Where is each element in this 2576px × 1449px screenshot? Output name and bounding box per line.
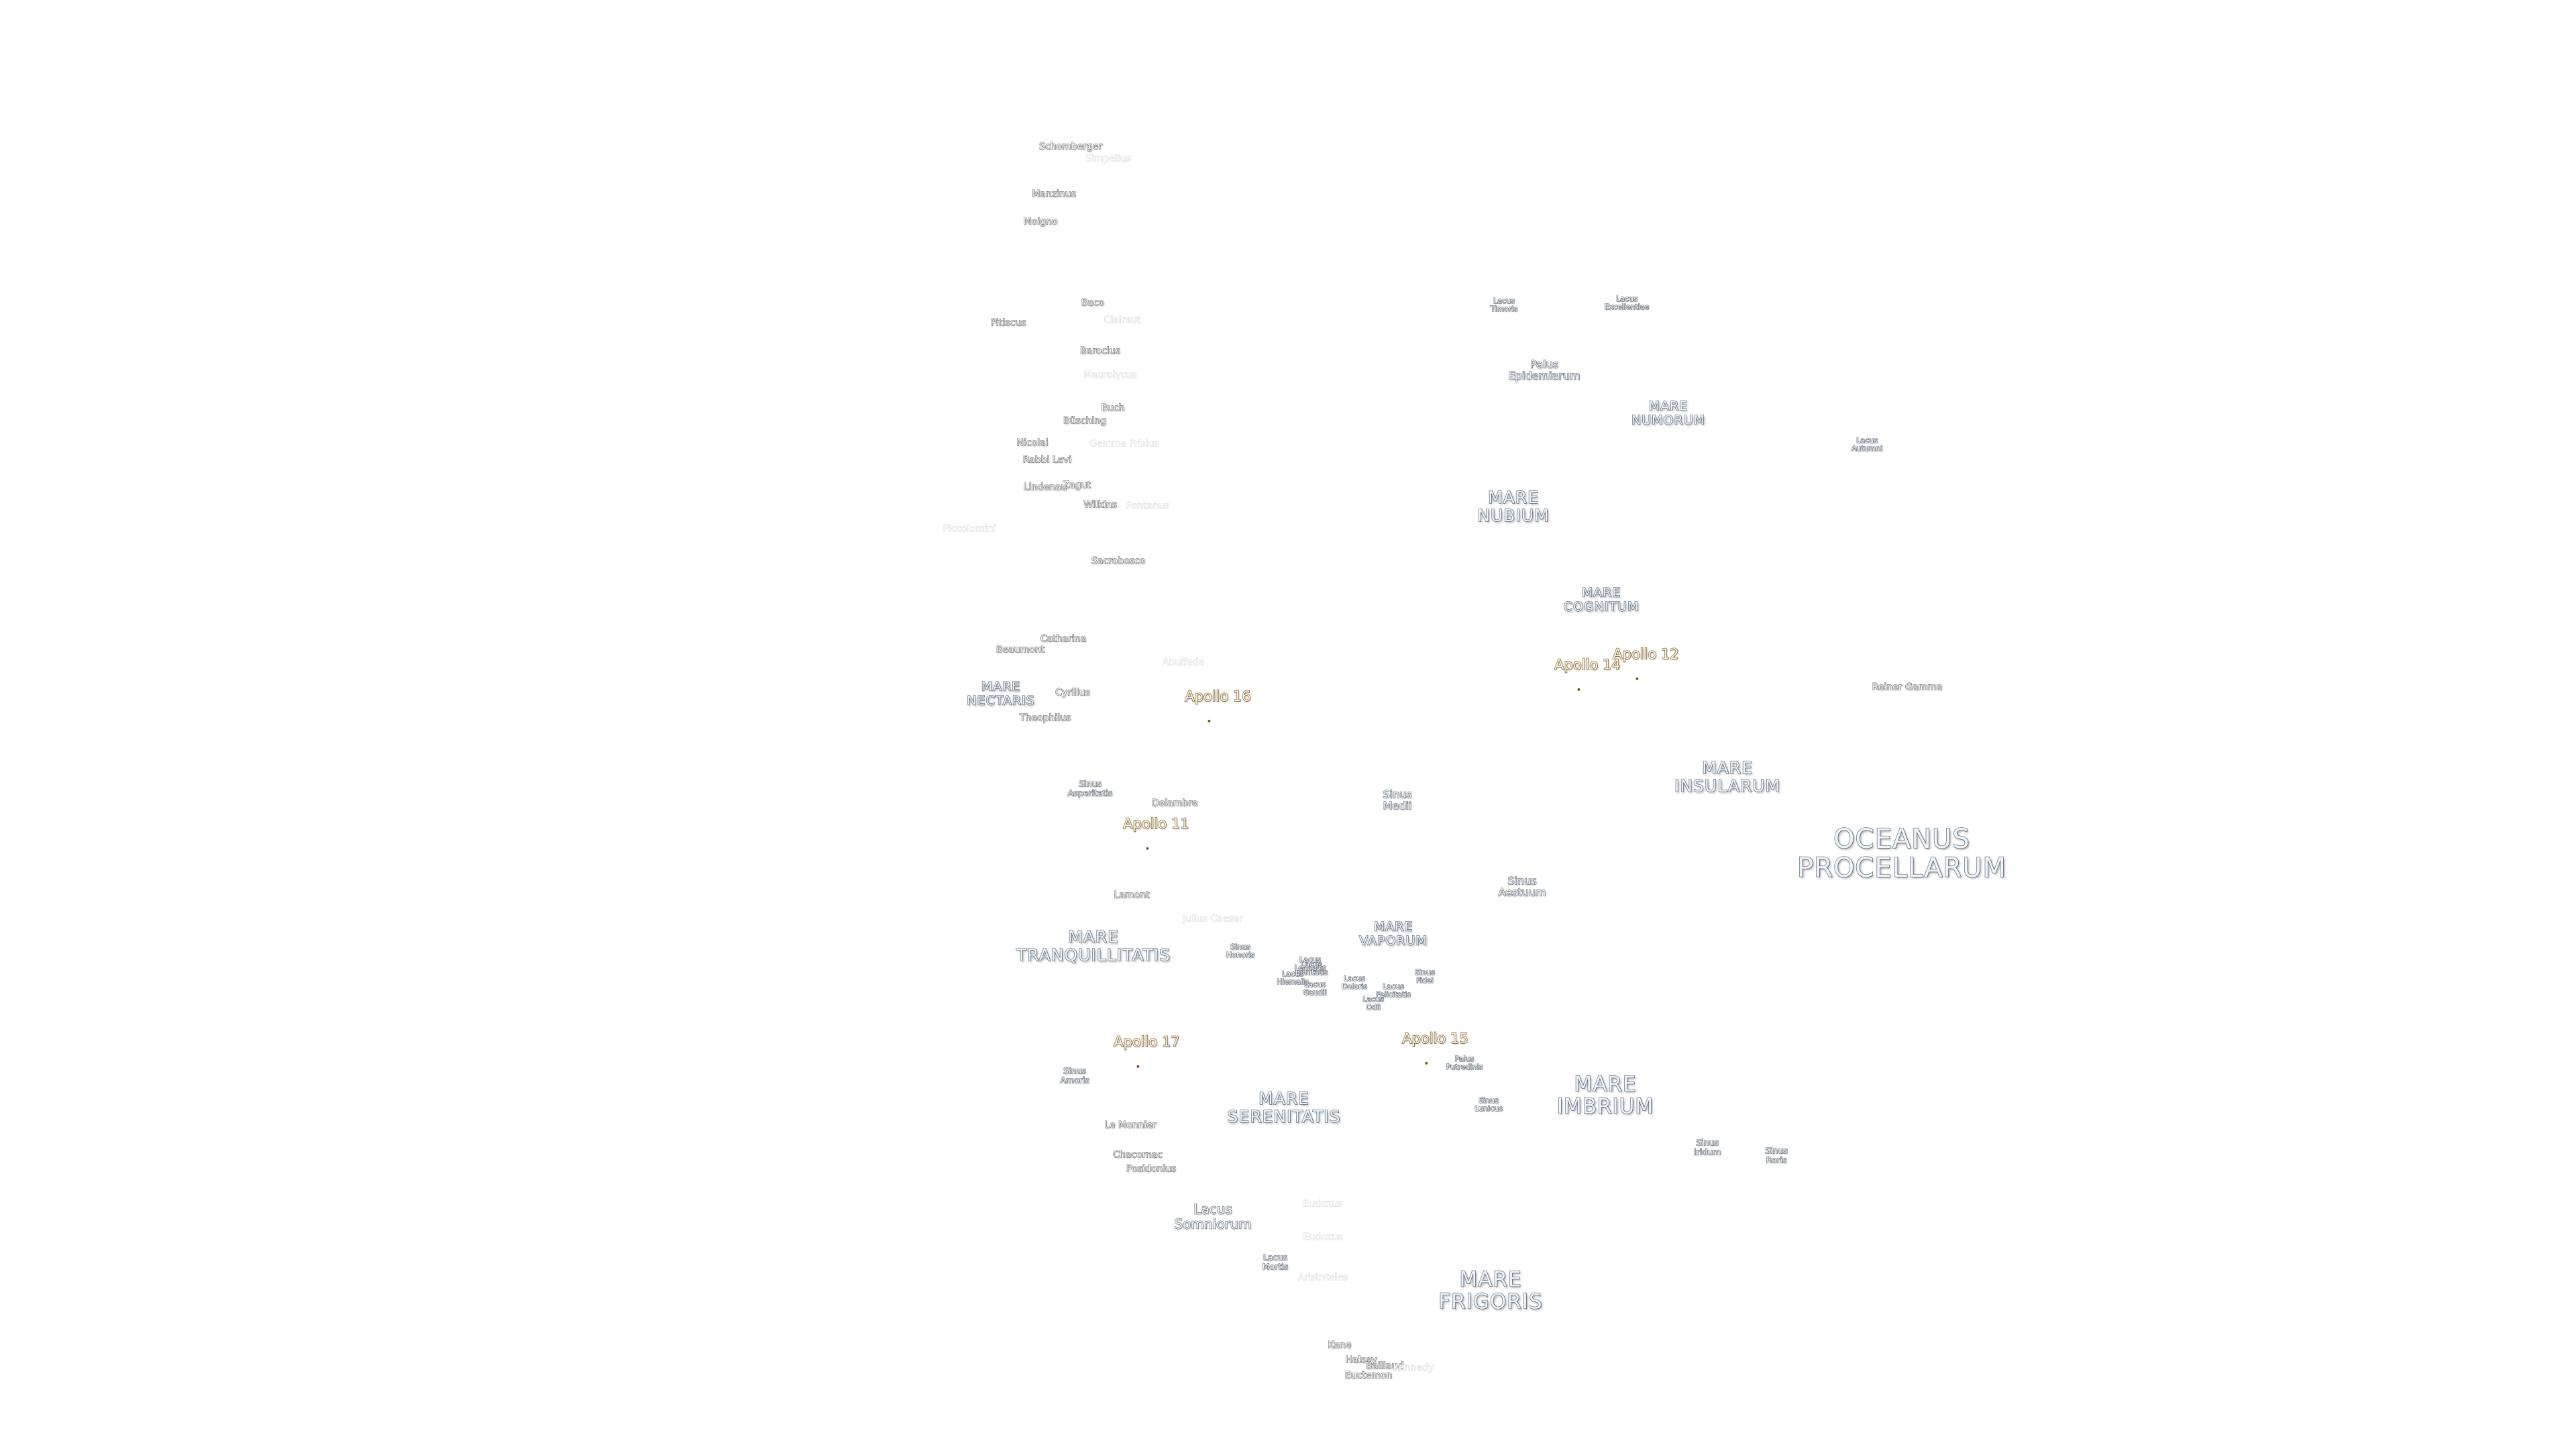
label-crater-schomberger: Schomberger <box>1038 141 1102 152</box>
label-mare-numorum: MARE NUMORUM <box>1631 398 1705 427</box>
label-crater-busching: Büsching <box>1063 415 1106 427</box>
label-crater-gemma-frisius: Gemma Frisius <box>1089 438 1160 449</box>
label-crater-le-monnier: Le Monnier <box>1104 1120 1157 1131</box>
label-lacus-mortis: Lacus Mortis <box>1262 1252 1289 1271</box>
label-sinus-roris: Sinus Roris <box>1764 1145 1788 1165</box>
label-crater-eudoxus: Eudoxus <box>1303 1232 1343 1243</box>
label-lacus-lenitatis: Lacus Lenitatis <box>1294 955 1326 972</box>
label-crater-lindenau: Lindenau <box>1023 482 1067 493</box>
label-sinus-lunicus: Sinus Lunicus <box>1474 1096 1503 1113</box>
label-sinus-amoris: Sinus Amoris <box>1060 1065 1090 1085</box>
label-lacus-gaudii: Lacus Gaudii <box>1303 980 1328 997</box>
label-crater-beaumont: Beaumont <box>996 644 1045 655</box>
apollo-14-label: Apollo 14 <box>1554 656 1621 673</box>
label-mare-serenitatis: MARE SERENITATIS <box>1227 1089 1341 1126</box>
label-sinus-aestuum: Sinus Aestuum <box>1498 874 1546 899</box>
label-lacus-hiemalis: Lacus Hiemalis <box>1277 969 1309 986</box>
label-sinus-fidei: Sinus Fidei <box>1414 968 1435 985</box>
label-crater-pontanus: Pontanus <box>1126 500 1170 512</box>
label-crater-delambre: Delambre <box>1151 798 1198 809</box>
label-mare-insularum: MARE INSULARUM <box>1674 758 1781 796</box>
label-lacus-autumni: Lacus Autumni <box>1851 436 1883 453</box>
label-palus-epidemiarum: Palus Epidemiarum <box>1508 358 1580 382</box>
label-crater-wilkins: Wilkins <box>1083 499 1118 511</box>
label-mare-vaporum: MARE VAPORUM <box>1358 919 1428 948</box>
label-lacus-somniorum: Lacus Somniorum <box>1174 1201 1252 1232</box>
landing-site-icon <box>1145 847 1148 850</box>
label-crater-kane: Kane <box>1328 1340 1352 1351</box>
label-crater-zagut: Zagut <box>1063 480 1091 491</box>
label-oceanus-procellarum: OCEANUS PROCELLARUM <box>1796 823 2007 883</box>
label-crater-rabbi-levi: Rabbi Levi <box>1022 454 1072 466</box>
label-crater-maurolycus: Maurolycus <box>1083 370 1138 381</box>
label-crater-piccolomini: Piccolomini <box>943 523 996 535</box>
label-crater-simpelius: Simpelius <box>1085 153 1132 164</box>
label-sinus-medii: Sinus Medii <box>1383 788 1413 812</box>
label-sinus-iridum: Sinus Iridum <box>1693 1137 1721 1157</box>
marker-apollo-15[interactable]: Apollo 15 <box>1384 1016 1468 1095</box>
label-lacus-odii: Lacus Odii <box>1362 995 1385 1012</box>
label-lacus-doloris: Lacus Doloris <box>1341 974 1368 991</box>
marker-apollo-11[interactable]: Apollo 11 <box>1105 801 1189 880</box>
label-crater-manzinus: Manzinus <box>1032 189 1077 200</box>
label-palus-putredinis: Palus Putredinis <box>1446 1055 1483 1071</box>
label-crater-baco: Baco <box>1081 297 1105 309</box>
label-crater-pitiscus: Pitiscus <box>990 317 1026 329</box>
label-crater-reiner-gamma: Reiner Gamma <box>1872 682 1943 693</box>
label-mare-tranquillitatis: MARE TRANQUILLITATIS <box>1016 927 1171 965</box>
label-crater-baillaud: Baillaud <box>1365 1360 1404 1372</box>
label-crater-cyrillus: Cyrillus <box>1055 687 1091 698</box>
label-crater-euctemon: Euctemon <box>1344 1370 1393 1381</box>
label-crater-clairaut: Clairaut <box>1104 315 1141 326</box>
label-crater-kennedy: Kennedy <box>1393 1362 1434 1374</box>
landing-site-icon <box>1207 719 1210 722</box>
label-crater-nicolai: Nicolai <box>1016 437 1049 449</box>
label-crater-catharina: Catharina <box>1040 633 1087 645</box>
landing-site-icon <box>1576 688 1580 691</box>
landing-site-icon <box>1136 1065 1139 1068</box>
label-lacus-bonitatis: Lacus Bonitatis <box>1295 960 1328 977</box>
label-crater-abulfeda: Abulfeda <box>1162 657 1205 668</box>
label-crater-lamont: Lamont <box>1114 890 1150 901</box>
label-mare-cognitum: MARE COGNITUM <box>1563 585 1640 614</box>
label-mare-nubium: MARE NUBIUM <box>1477 488 1550 525</box>
label-mare-frigoris: MARE FRIGORIS <box>1438 1267 1543 1314</box>
label-crater-eudoxus-faint: Eudoxus <box>1303 1198 1343 1210</box>
apollo-12-label: Apollo 12 <box>1612 645 1679 662</box>
landing-site-icon <box>1635 677 1638 680</box>
label-crater-theophilus: Theophilus <box>1019 712 1071 724</box>
label-crater-posidonius: Posidonius <box>1126 1163 1177 1175</box>
label-crater-julius-caesar: Julius Caesar <box>1183 913 1244 924</box>
label-sinus-honoris: Sinus Honoris <box>1226 943 1255 959</box>
label-mare-imbrium: MARE IMBRIUM <box>1556 1072 1654 1119</box>
label-crater-chacornac: Chacornac <box>1112 1149 1163 1161</box>
marker-apollo-14[interactable]: Apollo 14 <box>1536 642 1621 721</box>
label-mare-nectaris: MARE NECTARIS <box>966 679 1035 708</box>
label-crater-barocius: Barocius <box>1079 345 1120 357</box>
label-crater-aristoteles: Aristoteles <box>1297 1272 1348 1283</box>
label-sinus-asperitatis: Sinus Asperitatis <box>1067 778 1113 798</box>
label-crater-sacrobosco: Sacrobosco <box>1091 555 1146 567</box>
label-crater-halsey: Halsey <box>1345 1354 1377 1366</box>
apollo-15-label: Apollo 15 <box>1401 1030 1468 1046</box>
label-lacus-timoris: Lacus Timoris <box>1490 297 1518 313</box>
label-lacus-excellentiae: Lacus Excellentiae <box>1604 294 1650 311</box>
marker-apollo-17[interactable]: Apollo 17 <box>1095 1019 1180 1098</box>
landing-site-icon <box>1424 1061 1428 1065</box>
marker-apollo-16[interactable]: Apollo 16 <box>1167 674 1251 753</box>
label-lacus-felicitatis: Lacus Felicitatis <box>1375 982 1411 999</box>
apollo-11-label: Apollo 11 <box>1122 815 1189 832</box>
apollo-17-label: Apollo 17 <box>1113 1033 1180 1050</box>
apollo-16-label: Apollo 16 <box>1184 688 1251 704</box>
marker-apollo-12[interactable]: Apollo 12 <box>1595 631 1679 710</box>
label-crater-buch: Buch <box>1101 402 1125 414</box>
label-crater-moigno: Moigno <box>1023 216 1058 227</box>
